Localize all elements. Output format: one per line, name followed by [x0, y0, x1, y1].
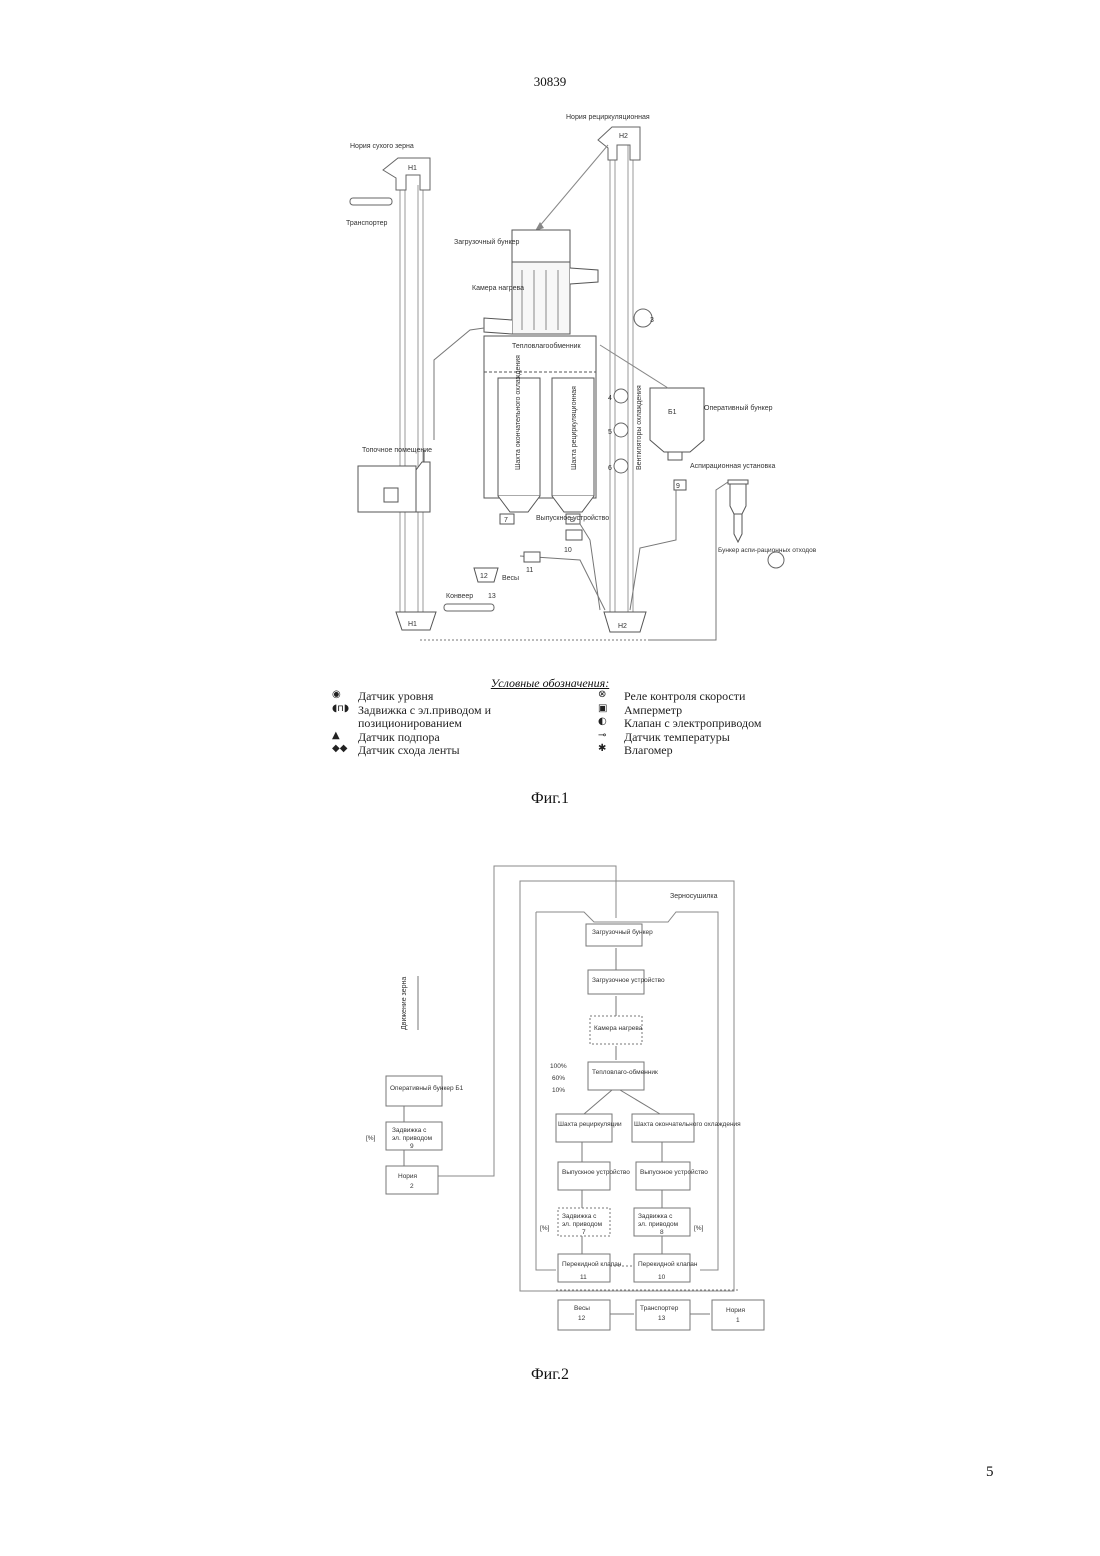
box-gate-right-b: эл. приводом — [638, 1221, 679, 1228]
box-outlet-left: Выпускное устройство — [562, 1168, 630, 1176]
box-heat-exchanger: Тепловлаго-обменник — [592, 1068, 658, 1076]
box-noria1-n: 1 — [736, 1317, 740, 1324]
box-gate-left-a: Задвижка с — [562, 1213, 597, 1220]
box-gate-right-n: 8 — [660, 1229, 664, 1236]
level-60: 60% — [552, 1075, 565, 1082]
level-100: 100% — [550, 1063, 567, 1070]
label-grain-flow: Движение зерна — [401, 977, 408, 1030]
figure-2-caption: Фиг.2 — [0, 1366, 1100, 1384]
box-gate9-n: 9 — [410, 1143, 414, 1150]
box-final-cooling: Шахта окончательного охлаждения — [634, 1121, 741, 1128]
box-load-bunker: Загрузочный бункер — [592, 928, 653, 936]
box-gate-right-a: Задвижка с — [638, 1213, 673, 1220]
box-noria2-n: 2 — [410, 1183, 414, 1190]
percent-gate-left: [%] — [540, 1225, 550, 1232]
box-noria2: Нория — [398, 1173, 418, 1180]
box-load-device: Загрузочное устройство — [592, 976, 665, 984]
box-valve-left: Перекидной клапан — [562, 1260, 622, 1268]
box-gate9-b: эл. приводом — [392, 1135, 433, 1142]
box-gate9-a: Задвижка с — [392, 1127, 427, 1134]
box-heat-chamber: Камера нагрева — [594, 1025, 643, 1032]
box-recirc-shaft: Шахта рециркуляции — [558, 1121, 622, 1128]
box-oper-bunker: Оперативный бункер Б1 — [390, 1084, 464, 1092]
box-valve-right-n: 10 — [658, 1274, 666, 1281]
percent-gate9: [%] — [366, 1135, 376, 1142]
percent-gate-right: [%] — [694, 1225, 704, 1232]
box-outlet-right: Выпускное устройство — [640, 1168, 708, 1176]
label-dryer-title: Зерносушилка — [670, 893, 718, 900]
box-valve-left-n: 11 — [580, 1274, 587, 1281]
box-gate-left-n: 7 — [582, 1229, 586, 1236]
box-noria1: Нория — [726, 1307, 746, 1314]
box-valve-right: Перекидной клапан — [638, 1260, 698, 1268]
box-transporter-n: 13 — [658, 1315, 666, 1322]
box-scales-n: 12 — [578, 1315, 586, 1322]
level-10: 10% — [552, 1087, 565, 1094]
box-scales: Весы — [574, 1305, 590, 1312]
box-gate-left-b: эл. приводом — [562, 1221, 603, 1228]
box-transporter: Транспортер — [640, 1305, 679, 1312]
